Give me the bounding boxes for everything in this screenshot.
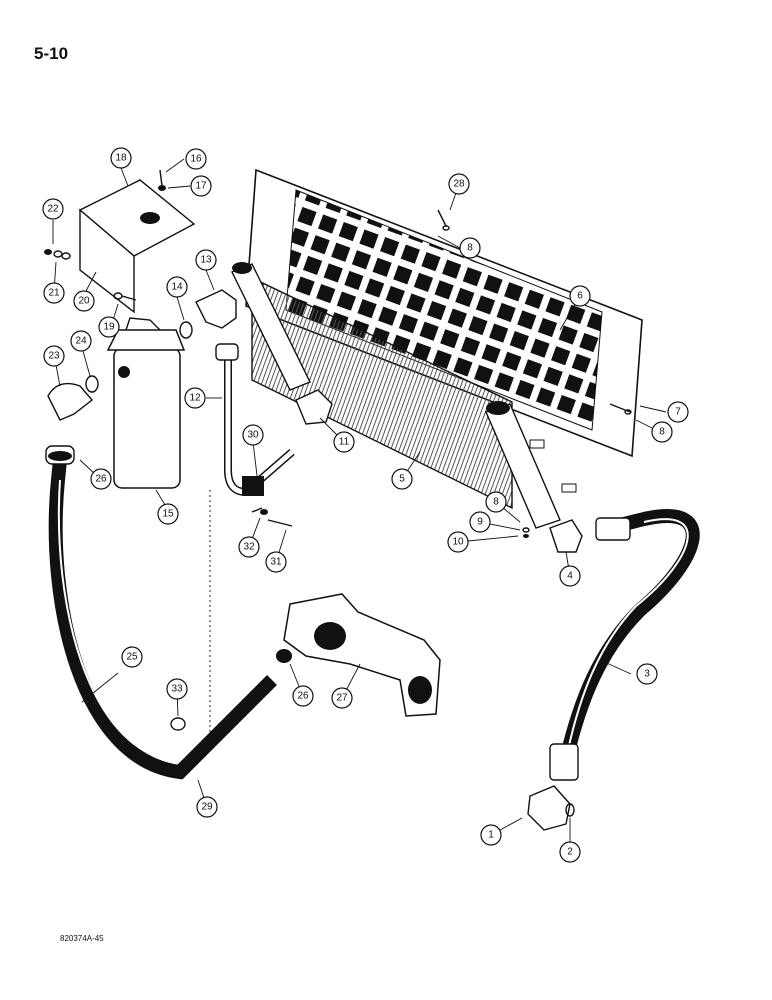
callout-14: 14: [166, 276, 188, 298]
svg-text:24: 24: [75, 336, 87, 347]
svg-text:14: 14: [171, 282, 183, 293]
svg-text:27: 27: [336, 693, 348, 704]
oil-cooler-core: [231, 262, 577, 529]
svg-text:29: 29: [201, 802, 213, 813]
callout-6: 6: [569, 285, 591, 307]
svg-text:31: 31: [270, 557, 282, 568]
svg-text:4: 4: [567, 571, 573, 582]
callout-33: 33: [166, 678, 188, 700]
svg-text:6: 6: [577, 291, 583, 302]
svg-text:26: 26: [297, 691, 309, 702]
callout-32: 32: [238, 536, 260, 558]
svg-text:10: 10: [452, 537, 464, 548]
figure-code: 820374A-45: [60, 934, 104, 943]
callout-18: 18: [110, 147, 132, 169]
oil-filter: [106, 317, 186, 489]
hardware: [44, 169, 632, 731]
svg-text:30: 30: [247, 430, 259, 441]
callout-2: 2: [559, 841, 581, 863]
callout-24: 24: [70, 330, 92, 352]
svg-text:9: 9: [477, 517, 483, 528]
callout-12: 12: [184, 387, 206, 409]
callout-8-lower: 8: [485, 491, 507, 513]
cooler-tube: [215, 343, 295, 497]
callout-13: 13: [195, 249, 217, 271]
callout-16: 16: [185, 148, 207, 170]
svg-text:12: 12: [189, 393, 201, 404]
svg-text:7: 7: [675, 407, 681, 418]
svg-text:13: 13: [200, 255, 212, 266]
callout-11: 11: [333, 431, 355, 453]
tee-fitting: [527, 785, 575, 831]
svg-text:8: 8: [467, 243, 473, 254]
svg-text:11: 11: [339, 437, 350, 448]
callout-26-lower: 26: [292, 685, 314, 707]
svg-text:8: 8: [493, 497, 499, 508]
callout-23: 23: [43, 345, 65, 367]
svg-text:8: 8: [659, 427, 665, 438]
callout-27: 27: [331, 687, 353, 709]
callout-9: 9: [469, 511, 491, 533]
filter-bracket: [78, 179, 196, 314]
callout-17: 17: [190, 175, 212, 197]
callout-15: 15: [157, 503, 179, 525]
svg-text:17: 17: [195, 181, 207, 192]
callout-28: 28: [448, 173, 470, 195]
svg-text:32: 32: [243, 542, 255, 553]
svg-text:18: 18: [115, 153, 127, 164]
svg-text:2: 2: [567, 847, 573, 858]
svg-text:20: 20: [78, 296, 90, 307]
svg-text:22: 22: [47, 204, 59, 215]
svg-text:28: 28: [453, 179, 465, 190]
svg-text:21: 21: [48, 288, 60, 299]
callout-8-grille: 8: [459, 237, 481, 259]
svg-text:26: 26: [95, 474, 107, 485]
callout-29: 29: [196, 796, 218, 818]
svg-text:25: 25: [126, 652, 138, 663]
callout-5: 5: [391, 468, 413, 490]
callout-22: 22: [42, 198, 64, 220]
svg-text:33: 33: [171, 684, 183, 695]
page-number: 5-10: [34, 44, 69, 63]
svg-text:1: 1: [488, 830, 494, 841]
callout-10: 10: [447, 531, 469, 553]
callout-21: 21: [43, 282, 65, 304]
callout-1: 1: [480, 824, 502, 846]
pipe-adapter: [283, 593, 441, 717]
grille-panel: [245, 168, 643, 458]
svg-text:5: 5: [399, 474, 405, 485]
hose-3: [549, 509, 700, 781]
callout-25: 25: [121, 646, 143, 668]
svg-text:3: 3: [644, 669, 650, 680]
callout-26-upper: 26: [90, 468, 112, 490]
callout-4: 4: [559, 565, 581, 587]
elbow-fittings: [195, 289, 583, 553]
callout-19: 19: [98, 316, 120, 338]
callout-8-right: 8: [651, 421, 673, 443]
svg-text:16: 16: [190, 154, 202, 165]
callout-31: 31: [265, 551, 287, 573]
svg-text:23: 23: [48, 351, 60, 362]
svg-text:19: 19: [103, 322, 115, 333]
svg-text:15: 15: [162, 509, 174, 520]
callout-3: 3: [636, 663, 658, 685]
callout-7: 7: [667, 401, 689, 423]
callout-30: 30: [242, 424, 264, 446]
callout-20: 20: [73, 290, 95, 312]
